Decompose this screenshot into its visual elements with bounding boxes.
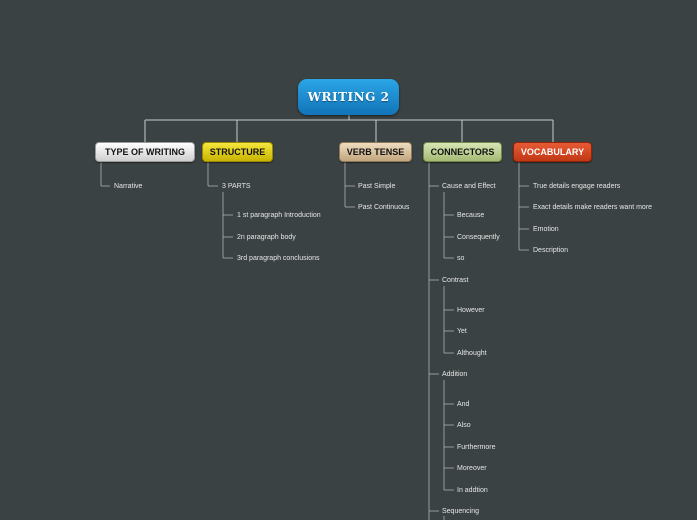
topic-verb-tense[interactable]: VERB TENSE [339,142,412,162]
topic-structure[interactable]: STRUCTURE [202,142,273,162]
leaf-in-addtion[interactable]: In addtion [457,487,488,494]
leaf-true-details[interactable]: True details engage readers [533,183,621,190]
topic-vocabulary[interactable]: VOCABULARY [513,142,592,162]
leaf-narrative[interactable]: Narrative [114,183,143,190]
root-node-writing-2[interactable]: WRITING 2 [298,79,399,115]
leaf-cause-and-effect[interactable]: Cause and Effect [442,183,496,190]
leaf-also[interactable]: Also [457,422,471,429]
leaf-past-continuous[interactable]: Past Continuous [358,204,410,211]
leaf-addition[interactable]: Addition [442,371,468,378]
leaf-body[interactable]: 2n paragraph body [237,234,296,241]
leaf-description[interactable]: Description [533,247,569,254]
leaf-3-parts[interactable]: 3 PARTS [222,183,251,190]
leaf-past-simple[interactable]: Past Simple [358,183,396,190]
leaf-moreover[interactable]: Moreover [457,465,487,472]
leaf-conclusions[interactable]: 3rd paragraph conclusions [237,255,320,262]
leaf-so[interactable]: so [457,255,465,262]
leaf-introduction[interactable]: 1 st paragraph Introduction [237,212,321,219]
leaf-exact-details[interactable]: Exact details make readers want more [533,204,653,211]
leaf-sequencing[interactable]: Sequencing [442,508,479,515]
leaf-however[interactable]: However [457,307,485,314]
leaf-consequently[interactable]: Consequently [457,234,500,241]
leaf-and[interactable]: And [457,401,470,408]
leaf-furthermore[interactable]: Furthermore [457,444,496,451]
topic-connectors[interactable]: CONNECTORS [423,142,502,162]
leaf-because[interactable]: Because [457,212,485,219]
leaf-yet[interactable]: Yet [457,328,467,335]
leaf-contrast[interactable]: Contrast [442,277,469,284]
leaf-emotion[interactable]: Emotion [533,226,559,233]
leaf-althought[interactable]: Althought [457,350,487,357]
topic-type-of-writing[interactable]: TYPE OF WRITING [95,142,195,162]
